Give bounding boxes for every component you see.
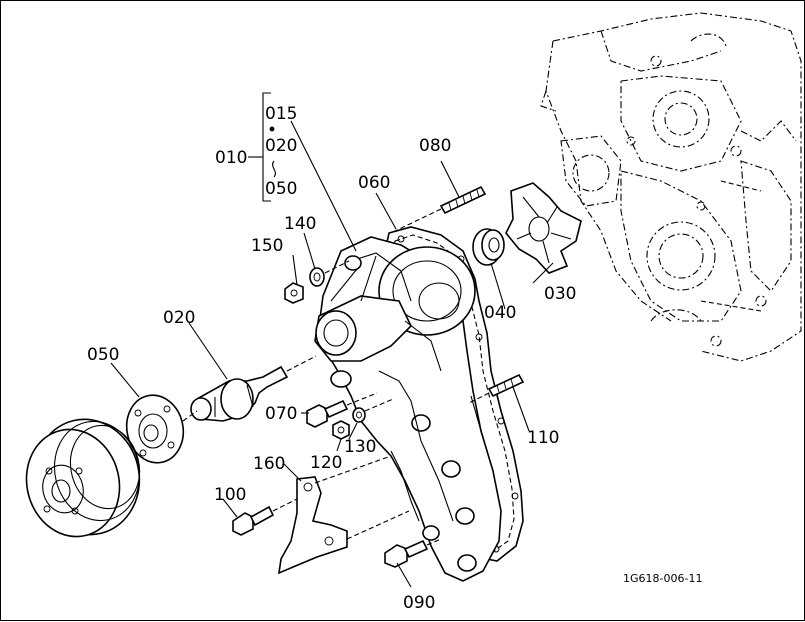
label-140: 140 xyxy=(284,214,316,234)
label-080: 080 xyxy=(419,136,451,156)
flange-hub-050 xyxy=(125,394,198,464)
label-010: 010 xyxy=(215,148,247,168)
shaft-bearing-020 xyxy=(190,355,317,422)
label-020-group: 020 xyxy=(265,136,297,156)
label-060: 060 xyxy=(358,173,390,193)
washer-140 xyxy=(309,260,350,287)
engine-block-outline xyxy=(540,12,802,362)
label-050: 050 xyxy=(87,345,119,365)
label-020: 020 xyxy=(163,308,195,328)
label-040: 040 xyxy=(484,303,516,323)
fan-pulley xyxy=(25,418,141,538)
stud-110 xyxy=(468,373,525,404)
label-090: 090 xyxy=(403,593,435,613)
label-150: 150 xyxy=(251,236,283,256)
label-070: 070 xyxy=(265,404,297,424)
nut-150 xyxy=(284,282,304,304)
seal-040 xyxy=(472,228,505,266)
label-050-group: 050 xyxy=(265,179,297,199)
washer-130 xyxy=(352,398,394,423)
label-110: 110 xyxy=(527,428,559,448)
bolt-090 xyxy=(384,538,442,568)
label-100: 100 xyxy=(214,485,246,505)
bolt-100 xyxy=(232,498,298,536)
stud-080 xyxy=(390,185,487,234)
bracket-160 xyxy=(278,455,410,575)
label-130: 130 xyxy=(344,437,376,457)
bolt-070 xyxy=(306,392,378,428)
label-120: 120 xyxy=(310,453,342,473)
drawing-code: 1G618-006-11 xyxy=(623,572,702,585)
label-015: 015 xyxy=(265,104,297,124)
label-160: 160 xyxy=(253,454,285,474)
impeller-030 xyxy=(505,182,582,274)
group-bracket-010 xyxy=(248,92,276,202)
leader-lines xyxy=(110,120,554,588)
part-labels: 015 020 050 010 080 060 150 140 030 040 … xyxy=(87,104,702,613)
label-030: 030 xyxy=(544,284,576,304)
nut-120 xyxy=(332,420,350,440)
water-pump-body-015 xyxy=(314,236,502,582)
